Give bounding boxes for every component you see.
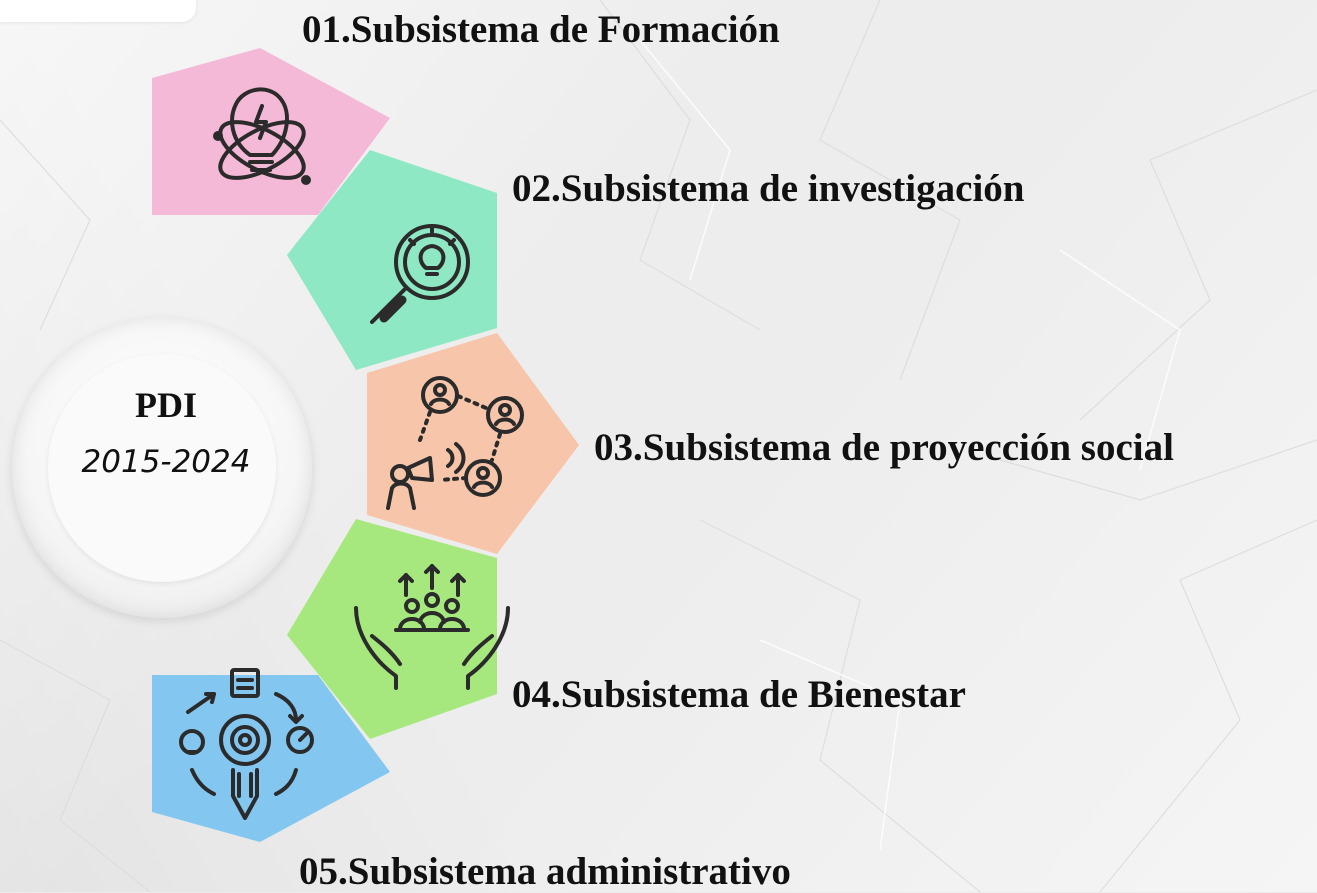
- pentagon-investigacion: [287, 150, 497, 370]
- hub-years: 2015-2024: [81, 444, 251, 480]
- subsystem-label-administrativo: 05.Subsistema administrativo: [299, 850, 791, 893]
- pentagon-bienestar: [287, 519, 497, 739]
- subsystem-label-formacion: 01.Subsistema de Formación: [302, 8, 780, 51]
- corner-tab: [0, 0, 196, 22]
- pdi-hub-circle: [12, 318, 312, 618]
- subsystem-label-bienestar: 04.Subsistema de Bienestar: [512, 673, 966, 716]
- pdi-hub-inner: [48, 354, 276, 582]
- pentagon-administrativo: [152, 675, 390, 842]
- subsystem-label-investigacion: 02.Subsistema de investigación: [512, 167, 1025, 210]
- magnifier-idea-icon: [370, 224, 470, 324]
- community-care-icon: [354, 564, 510, 690]
- outreach-network-icon: [386, 376, 524, 510]
- lightbulb-atom-icon: [213, 87, 311, 185]
- subsystem-label-proyeccion-social: 03.Subsistema de proyección social: [594, 426, 1174, 469]
- pentagon-proyeccion: [367, 333, 579, 554]
- hub-title: PDI: [135, 385, 197, 425]
- process-gear-icon: [179, 668, 314, 820]
